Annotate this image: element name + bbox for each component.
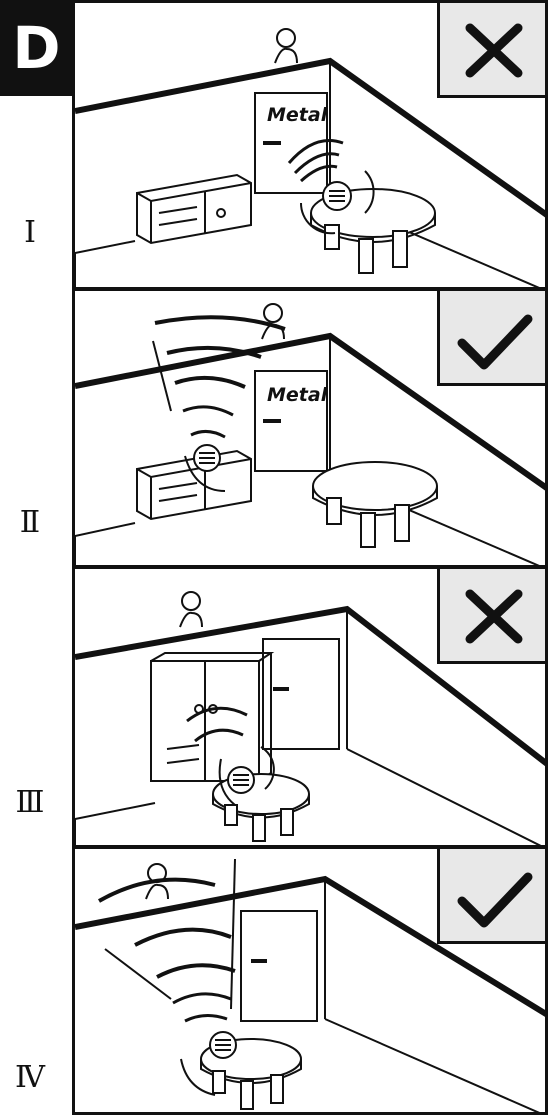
wireless-device-icon [228,767,254,793]
verdict-box-4 [437,849,545,944]
door-label-2: Metal [267,384,328,406]
verdict-box-3 [437,569,545,664]
verdict-box-2 [437,291,545,386]
checkmark-icon [440,849,548,944]
wireless-device-icon [210,1032,236,1058]
panel-3 [72,566,548,848]
door-label-1: Metal [267,104,328,126]
panel-numeral-4: Ⅳ [10,1060,50,1095]
section-letter-badge: D [0,0,73,96]
panel-4 [72,846,548,1115]
panel-numeral-2: Ⅱ [10,505,50,540]
verdict-box-1 [437,3,545,98]
panel-1: Metal [72,0,548,290]
panel-numeral-3: Ⅲ [10,785,50,820]
cross-icon [440,3,548,98]
wireless-device-icon [194,445,220,471]
cross-icon [440,569,548,664]
panel-2: Metal [72,288,548,568]
panel-numeral-1: Ⅰ [10,215,50,250]
wireless-device-icon [323,182,351,210]
checkmark-icon [440,291,548,386]
